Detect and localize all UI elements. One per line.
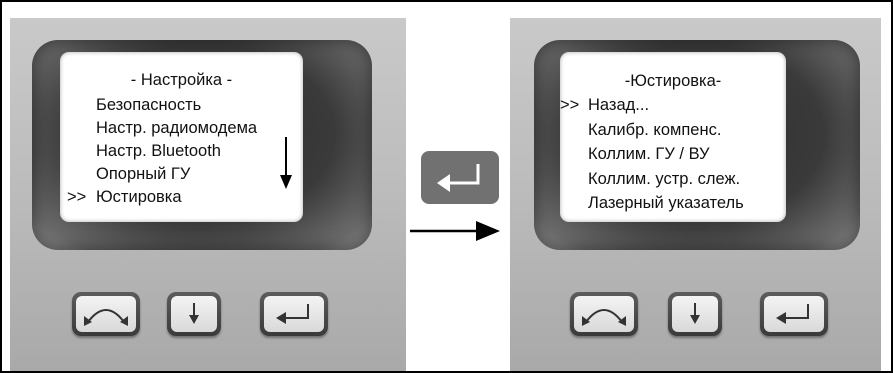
menu-item-compensator-calibration[interactable]: Калибр. компенс. (588, 120, 722, 139)
enter-key-indicator (421, 151, 499, 204)
display-screen-settings: - Настройка - Безопасность Настр. радиом… (60, 52, 303, 222)
device-panel-right: -Юстировка- >> Назад... Калибр. компенс.… (510, 18, 881, 371)
menu-item-laser-pointer[interactable]: Лазерный указатель (588, 194, 744, 212)
menu-item-security[interactable]: Безопасность (96, 96, 202, 114)
arrow-down-icon (690, 303, 700, 324)
enter-icon (437, 163, 480, 192)
menu-item-adjustment[interactable]: >> Юстировка (60, 186, 303, 209)
arrow-down-icon (189, 303, 199, 324)
toggle-arc-icon (582, 309, 626, 326)
menu-item-tracker-collimation[interactable]: Коллим. устр. слеж. (588, 169, 741, 188)
scroll-down-arrow-icon (280, 137, 292, 189)
down-button[interactable] (167, 292, 221, 336)
menu-item-radio-modem[interactable]: Настр. радиомодема (96, 119, 258, 137)
menu-title: -Юстировка- (624, 72, 722, 90)
toggle-button[interactable] (570, 292, 638, 336)
device-panel-left: - Настройка - Безопасность Настр. радиом… (10, 18, 406, 371)
enter-button[interactable] (260, 292, 328, 336)
toggle-arc-icon (84, 309, 128, 326)
enter-icon (776, 304, 809, 324)
menu-item-collimation-hz-v[interactable]: Коллим. ГУ / ВУ (588, 145, 710, 163)
selection-cursor: >> (67, 188, 87, 206)
transition-arrow-icon (410, 221, 500, 241)
menu-item-bluetooth[interactable]: Настр. Bluetooth (96, 142, 221, 160)
enter-icon (276, 304, 309, 324)
menu-title: - Настройка - (130, 71, 233, 89)
menu-item-back[interactable]: >> Назад... (560, 93, 786, 118)
menu-item-reference-angle[interactable]: Опорный ГУ (96, 165, 191, 183)
selection-cursor: >> (560, 96, 580, 114)
toggle-button[interactable] (72, 292, 140, 336)
enter-button[interactable] (760, 292, 828, 336)
display-screen-adjustment: -Юстировка- >> Назад... Калибр. компенс.… (560, 52, 786, 222)
down-button[interactable] (668, 292, 722, 336)
